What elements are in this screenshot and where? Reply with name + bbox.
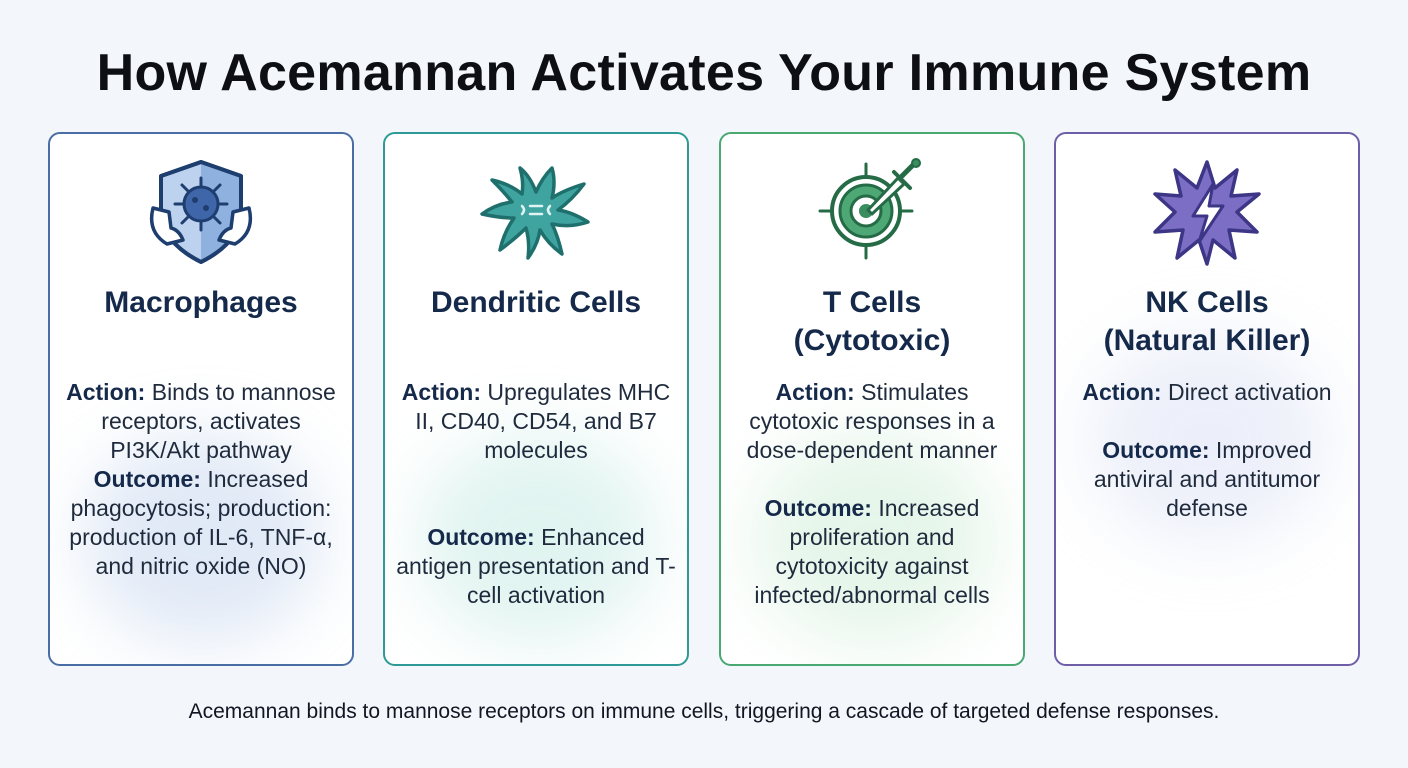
card-title: NK Cells (Natural Killer)	[1056, 284, 1358, 360]
outcome-text: Increased phagocytosis; production: prod…	[69, 466, 333, 579]
card-nk-cells: NK Cells (Natural Killer) Action: Direct…	[1054, 132, 1360, 666]
card-title: Macrophages	[50, 284, 352, 322]
shield-virus-hands-icon	[149, 160, 253, 264]
target-dagger-icon	[818, 158, 921, 260]
outcome-label: Outcome:	[1102, 437, 1210, 463]
card-icon-area	[50, 156, 352, 268]
card-body: Action: Stimulates cytotoxic responses i…	[721, 378, 1023, 610]
card-icon-area	[721, 156, 1023, 268]
card-title-line: (Natural Killer)	[1103, 324, 1311, 357]
action-text: Direct activation	[1167, 379, 1332, 405]
outcome-paragraph: Outcome: Increased phagocytosis; product…	[50, 465, 352, 581]
card-glow	[754, 434, 994, 644]
outcome-label: Outcome:	[93, 466, 201, 492]
card-body: Action: Direct activation Outcome: Impro…	[1056, 378, 1358, 523]
card-title-line: (Cytotoxic)	[793, 324, 951, 357]
action-text: Stimulates cytotoxic responses in a dose…	[746, 379, 998, 463]
card-icon-area	[1056, 156, 1358, 268]
card-title-line: Macrophages	[104, 286, 298, 319]
burst-lightning-icon	[1153, 160, 1261, 266]
card-glow	[83, 434, 323, 644]
card-glow	[1089, 334, 1329, 544]
card-t-cells: T Cells (Cytotoxic) Action: Stimulates c…	[719, 132, 1025, 666]
action-text: Binds to mannose receptors, activates PI…	[101, 379, 336, 463]
action-paragraph: Action: Direct activation	[1056, 378, 1358, 407]
outcome-label: Outcome:	[764, 495, 872, 521]
card-macrophages: Macrophages Action: Binds to mannose rec…	[48, 132, 354, 666]
card-title: T Cells (Cytotoxic)	[721, 284, 1023, 360]
outcome-text: Enhanced antigen presentation and T-cell…	[396, 524, 676, 608]
page-title: How Acemannan Activates Your Immune Syst…	[96, 44, 1312, 102]
card-dendritic-cells: Dendritic Cells Action: Upregulates MHC …	[383, 132, 689, 666]
footer-caption: Acemannan binds to mannose receptors on …	[188, 700, 1220, 723]
action-label: Action:	[66, 379, 146, 405]
card-title-line: T Cells	[822, 286, 922, 319]
action-paragraph: Action: Stimulates cytotoxic responses i…	[721, 378, 1023, 465]
outcome-paragraph: Outcome: Improved antiviral and antitumo…	[1056, 436, 1358, 523]
outcome-label: Outcome:	[427, 524, 535, 550]
action-label: Action:	[401, 379, 482, 405]
action-paragraph: Action: Upregulates MHC II, CD40, CD54, …	[385, 378, 687, 465]
card-glow	[418, 434, 658, 644]
card-title-line: NK Cells	[1145, 286, 1269, 319]
action-label: Action:	[775, 379, 855, 405]
outcome-paragraph: Outcome: Enhanced antigen presentation a…	[385, 523, 687, 610]
card-body: Action: Upregulates MHC II, CD40, CD54, …	[385, 378, 687, 610]
action-paragraph: Action: Binds to mannose receptors, acti…	[50, 378, 352, 465]
card-icon-area	[385, 156, 687, 268]
dendritic-cell-icon	[480, 166, 590, 260]
card-title: Dendritic Cells	[385, 284, 687, 322]
outcome-text: Increased proliferation and cytotoxicity…	[754, 495, 990, 608]
action-text: Upregulates MHC II, CD40, CD54, and B7 m…	[415, 379, 671, 463]
card-title-line: Dendritic Cells	[430, 286, 642, 319]
action-label: Action:	[1082, 379, 1162, 405]
card-body: Action: Binds to mannose receptors, acti…	[50, 378, 352, 581]
outcome-paragraph: Outcome: Increased proliferation and cyt…	[721, 494, 1023, 610]
outcome-text: Improved antiviral and antitumor defense	[1093, 437, 1321, 521]
